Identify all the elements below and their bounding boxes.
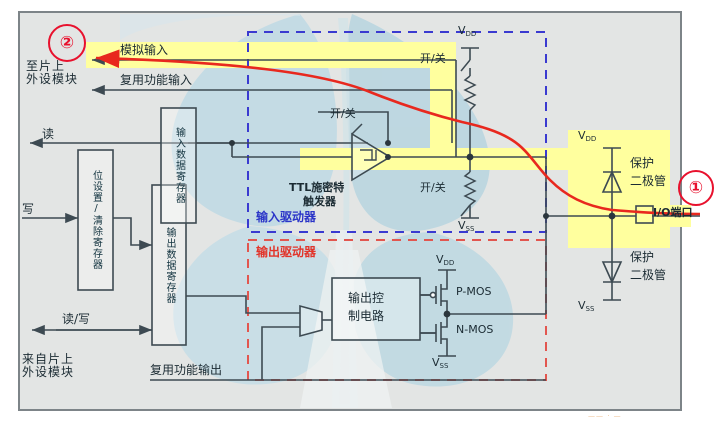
nmos-symbol <box>420 314 448 345</box>
label-vss-nmos: VSS <box>432 357 448 370</box>
ttl-schmitt-trigger-symbol <box>351 132 392 182</box>
register-label-text: 输出数据寄存器 <box>164 226 175 304</box>
pulldown-switch-symbol <box>460 204 471 217</box>
register-label-text: 输入数据寄存器 <box>173 127 185 204</box>
box-output-control-circuit <box>331 277 421 341</box>
label-output-control-line1: 输出控 <box>348 291 385 305</box>
vss-subscript: SS <box>465 225 475 233</box>
label-vdd-pmos: VDD <box>436 254 454 267</box>
vdd-subscript: DD <box>443 259 455 267</box>
label-read: 读 <box>42 127 55 141</box>
protection-diode-top-symbol <box>601 170 623 193</box>
label-bit-set-reset-register: 位设置/清除寄存器 <box>78 150 113 290</box>
label-vdd-protection: VDD <box>578 130 596 143</box>
label-input-driver: 输入驱动器 <box>256 210 317 224</box>
vdd-text: V <box>458 24 466 37</box>
protection-diode-bottom-symbol <box>601 261 623 284</box>
output-mux-symbol <box>299 304 323 338</box>
label-analog-input: 模拟输入 <box>120 43 169 57</box>
label-input-data-register: 输入数据寄存器 <box>161 108 196 223</box>
vdd-text: V <box>578 129 586 142</box>
register-boxes <box>77 107 421 346</box>
label-read-write: 读/写 <box>62 312 91 326</box>
label-vdd-pullup: VDD <box>458 25 476 38</box>
marker-2: ② <box>48 24 86 62</box>
label-schmitt-trigger-line2: 触发器 <box>303 195 336 208</box>
label-protection-diode-top-line1: 保护 <box>630 156 655 170</box>
vdd-subscript: DD <box>465 30 477 38</box>
label-alt-function-output: 复用功能输出 <box>150 363 223 377</box>
wiring <box>22 47 700 381</box>
analog-signal-red-path <box>95 49 701 216</box>
label-pmos: P-MOS <box>456 285 492 298</box>
label-output-data-register: 输出数据寄存器 <box>152 185 186 345</box>
pullup-switch-symbol <box>460 59 471 72</box>
marker-1: ① <box>678 170 714 206</box>
label-vss-protection: VSS <box>578 300 594 313</box>
label-protection-diode-bottom-line1: 保护 <box>630 250 655 264</box>
vss-text: V <box>578 299 586 312</box>
label-output-driver: 输出驱动器 <box>256 245 317 259</box>
box-bit-set-reset <box>77 149 114 291</box>
label-pullup-switch: 开/关 <box>420 52 446 65</box>
vdd-subscript: DD <box>585 135 597 143</box>
register-label-text: 位设置/清除寄存器 <box>90 170 102 270</box>
vss-text: V <box>432 356 440 369</box>
analog-path-highlight <box>86 42 691 248</box>
label-vss-pulldown: VSS <box>458 220 474 233</box>
label-schmitt-trigger-line1: TTL施密特 <box>289 181 345 194</box>
label-pulldown-switch: 开/关 <box>420 181 446 194</box>
box-output-data-register <box>151 184 187 346</box>
label-to-onchip-peripheral: 至片上 外设模块 <box>26 59 79 86</box>
vdd-text: V <box>436 253 444 266</box>
vss-text: V <box>458 219 466 232</box>
vss-subscript: SS <box>439 362 449 370</box>
label-nmos: N-MOS <box>456 323 494 336</box>
pulldown-resistor <box>463 171 477 206</box>
label-from-onchip-peripheral: 来自片上 外设模块 <box>22 352 75 379</box>
pmos-symbol <box>420 283 448 314</box>
label-write: 写 <box>22 202 35 216</box>
vss-subscript: SS <box>585 305 595 313</box>
label-output-control-line2: 制电路 <box>348 309 385 323</box>
label-io-port: I/O端口 <box>653 206 693 219</box>
bottom-watermark: —— · — <box>588 412 622 420</box>
pullup-resistor <box>463 75 477 111</box>
label-protection-diode-top-line2: 二极管 <box>630 174 667 188</box>
io-pad-square <box>635 205 654 224</box>
butterfly-watermark <box>120 14 514 408</box>
input-driver-dashed-box <box>247 31 547 233</box>
label-alt-function-input: 复用功能输入 <box>120 73 193 87</box>
schmitt-enable-switch-symbol <box>351 123 363 135</box>
junction-dots <box>229 140 616 318</box>
label-protection-diode-bottom-line2: 二极管 <box>630 268 667 282</box>
label-schmitt-switch: 开/关 <box>330 107 356 120</box>
box-input-data-register <box>160 107 197 224</box>
